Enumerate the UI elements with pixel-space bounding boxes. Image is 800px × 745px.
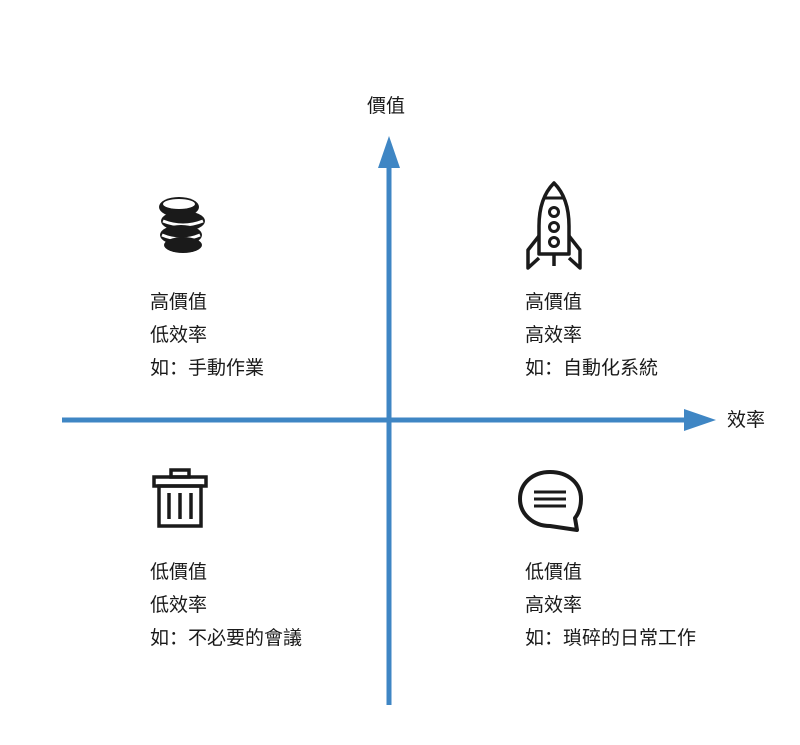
efficiency-text: 低效率 — [150, 594, 208, 616]
rocket-icon — [526, 181, 582, 270]
example-text: 如：自動化系統 — [525, 357, 659, 379]
value-text: 高價值 — [150, 291, 208, 313]
x-axis-arrowhead — [684, 409, 716, 431]
value-text: 低價值 — [150, 561, 208, 583]
efficiency-text: 低效率 — [150, 324, 208, 346]
efficiency-text: 高效率 — [525, 324, 583, 346]
example-text: 如：瑣碎的日常工作 — [525, 627, 697, 649]
x-axis-label: 效率 — [727, 409, 766, 431]
value-text: 高價值 — [525, 291, 583, 313]
y-axis-label: 價值 — [367, 95, 406, 117]
example-text: 如：手動作業 — [150, 357, 265, 379]
trash-can-icon — [152, 468, 208, 528]
chat-bubble-icon — [518, 470, 583, 532]
value-text: 低價值 — [525, 561, 583, 583]
example-text: 如：不必要的會議 — [150, 627, 303, 649]
coins-stack-icon — [159, 197, 205, 253]
y-axis-arrowhead — [378, 136, 400, 168]
efficiency-text: 高效率 — [525, 594, 583, 616]
